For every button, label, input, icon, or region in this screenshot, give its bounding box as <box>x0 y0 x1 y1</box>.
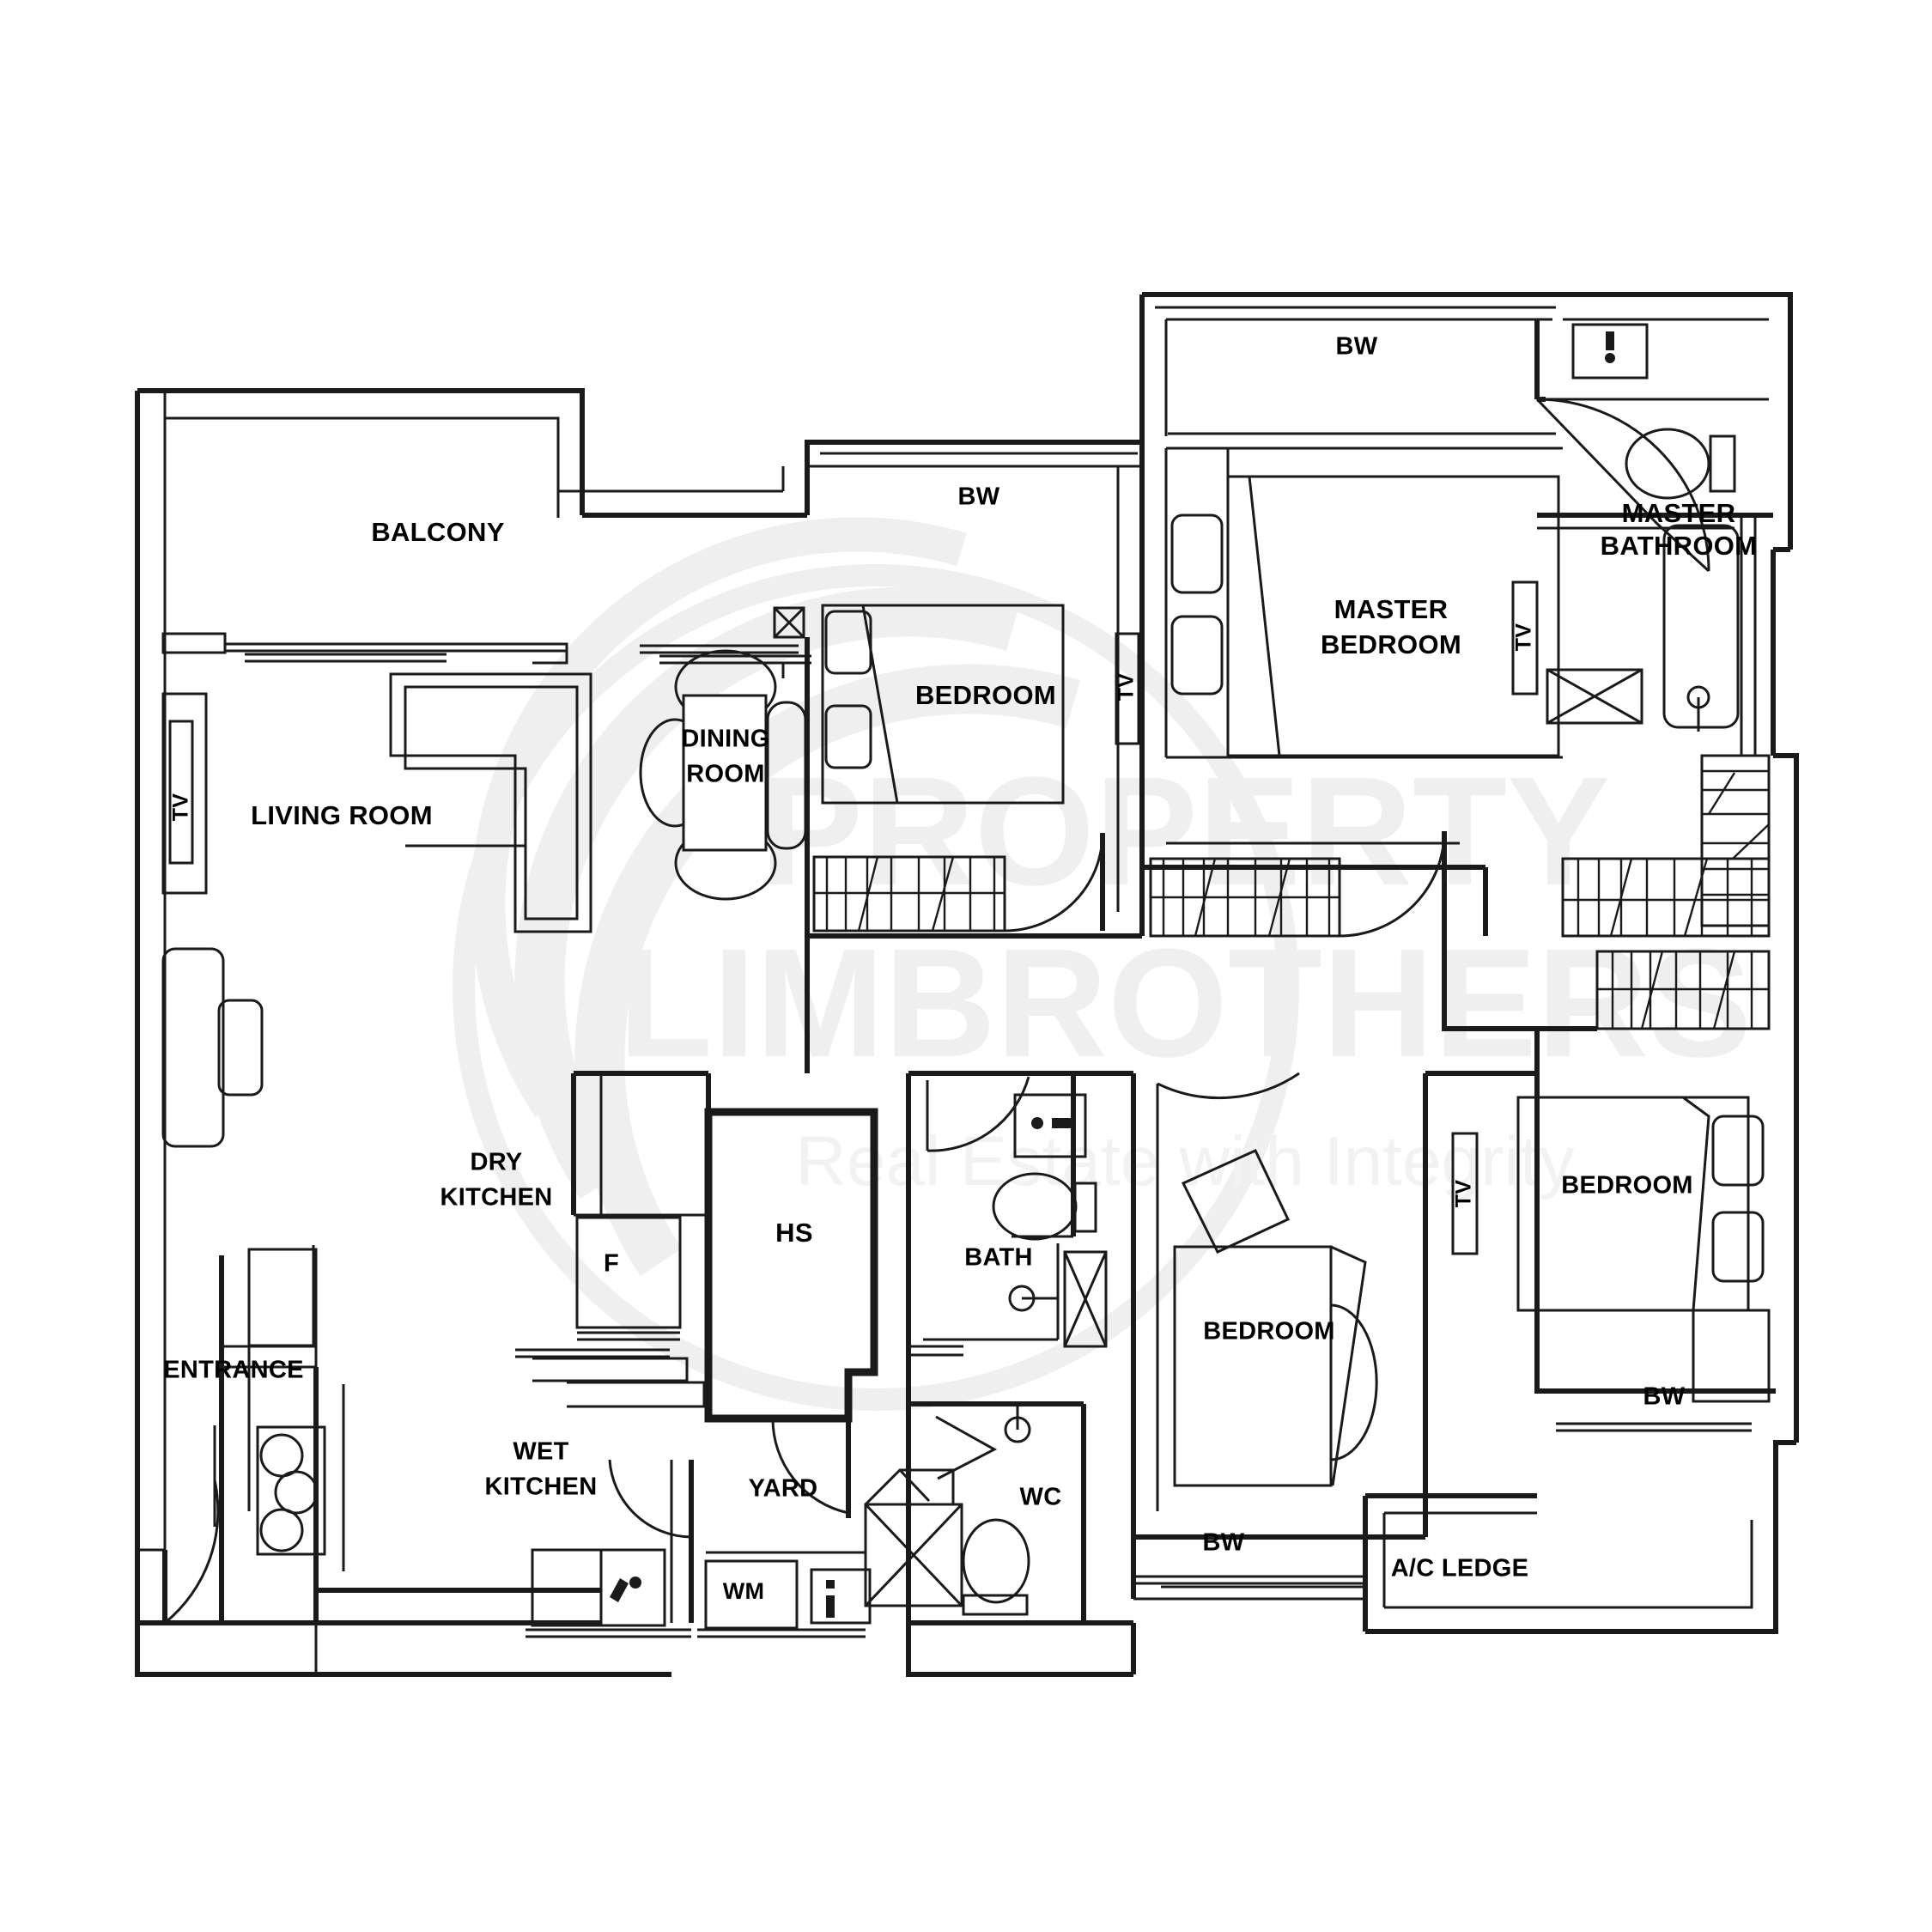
room-label-washing-machine: WM <box>723 1578 765 1604</box>
room-label-entrance: ENTRANCE <box>163 1357 304 1384</box>
balcony-area <box>161 632 811 665</box>
yard-area <box>608 1459 963 1638</box>
wardrobe-icon <box>1700 754 1771 927</box>
room-label-household-shelter: HS <box>775 1218 813 1248</box>
watermark-line1: PROPERTY <box>760 745 1610 918</box>
riser-box-icon <box>773 606 805 639</box>
fixture-label-tv-master: TV <box>1512 623 1536 652</box>
stove-icon <box>256 1425 326 1556</box>
household-shelter-area <box>704 1108 878 1518</box>
toilet-icon <box>962 1518 1030 1616</box>
room-label-living-room: LIVING ROOM <box>251 800 433 830</box>
wet-kitchen-area <box>256 1367 691 1638</box>
bed-icon <box>1173 1245 1333 1487</box>
room-label-bedroom-front: BEDROOM <box>915 680 1056 710</box>
room-label-bw-bottom: BW <box>1203 1529 1245 1557</box>
room-label-wet-kitchen-1: WET <box>513 1438 568 1466</box>
room-label-bw-right: BW <box>1643 1383 1686 1411</box>
room-label-master-bedroom-2: BEDROOM <box>1321 629 1461 659</box>
door-swing-icon <box>1536 398 1710 572</box>
sofa-icon <box>389 672 592 933</box>
toilet-icon <box>992 1172 1097 1241</box>
room-label-master-bath-1: MASTER <box>1622 498 1736 528</box>
shower-icon <box>864 1503 963 1607</box>
living-room-area <box>161 672 592 1148</box>
mirror-icon <box>1013 1093 1087 1158</box>
room-label-bw-bedroom-front: BW <box>1336 333 1378 361</box>
door-swing-icon <box>935 1415 998 1480</box>
room-label-fridge: F <box>604 1250 619 1278</box>
bed-icon <box>821 604 1065 805</box>
room-label-bw-master: BW <box>958 483 1000 511</box>
door-swing-icon <box>1157 1072 1300 1100</box>
bathtub-icon <box>1662 524 1740 729</box>
fixture-label-tv-bedroom-mid: TV <box>1452 1180 1476 1208</box>
room-label-bath: BATH <box>964 1244 1033 1272</box>
bed-icon <box>1516 1096 1750 1312</box>
toilet-icon <box>1625 428 1736 500</box>
door-swing-icon <box>164 1479 220 1625</box>
room-label-dry-kitchen-2: KITCHEN <box>440 1184 553 1212</box>
washing-machine-icon <box>704 1559 799 1630</box>
shower-icon <box>1063 1250 1108 1348</box>
room-label-master-bath-2: BATHROOM <box>1601 531 1758 561</box>
entrance-area <box>135 1425 671 1677</box>
bath-area <box>906 1071 1108 1404</box>
door-swing-icon <box>927 1076 1030 1152</box>
dining-table-icon <box>639 649 807 901</box>
room-label-yard: YARD <box>749 1475 818 1503</box>
wardrobe-icon <box>1561 857 1771 938</box>
connector-walls <box>571 936 1365 1677</box>
sink-icon <box>531 1548 666 1627</box>
door-swing-icon <box>771 1418 849 1515</box>
tv-icon <box>168 720 194 865</box>
bedroom-right-area <box>1425 1071 1776 1432</box>
room-label-bedroom-mid: BEDROOM <box>1203 1318 1335 1346</box>
room-label-ac-ledge: A/C LEDGE <box>1391 1555 1529 1583</box>
room-label-balcony: BALCONY <box>371 517 504 547</box>
wc-area <box>906 1401 1133 1625</box>
master-bedroom-area <box>1139 295 1563 938</box>
room-label-dining-room-1: DINING <box>681 726 769 753</box>
fridge-icon <box>575 1216 682 1329</box>
door-swing-icon <box>608 1459 692 1539</box>
room-label-wc: WC <box>1020 1484 1062 1511</box>
dining-room-area <box>639 606 810 901</box>
bedroom-mid-area <box>1131 1072 1428 1599</box>
corridor-wardrobes <box>1442 754 1771 1073</box>
watermark-logo-icon <box>453 517 1299 1411</box>
room-label-dry-kitchen-1: DRY <box>470 1149 522 1176</box>
fixture-label-tv-living: TV <box>169 793 193 822</box>
ac-ledge-area <box>1363 1493 1537 1631</box>
room-label-bedroom-right: BEDROOM <box>1561 1172 1693 1200</box>
room-label-dining-room-2: ROOM <box>686 761 764 788</box>
shower-icon <box>1546 668 1643 725</box>
bedroom-front-area <box>805 442 1145 939</box>
sink-icon <box>1571 323 1649 380</box>
room-label-master-bedroom-1: MASTER <box>1334 594 1449 624</box>
bed-icon <box>1226 475 1560 757</box>
fixture-label-tv-bedroom-front: TV <box>1115 673 1139 702</box>
master-bathroom-area <box>1534 319 1773 756</box>
room-label-wet-kitchen-2: KITCHEN <box>485 1473 598 1501</box>
